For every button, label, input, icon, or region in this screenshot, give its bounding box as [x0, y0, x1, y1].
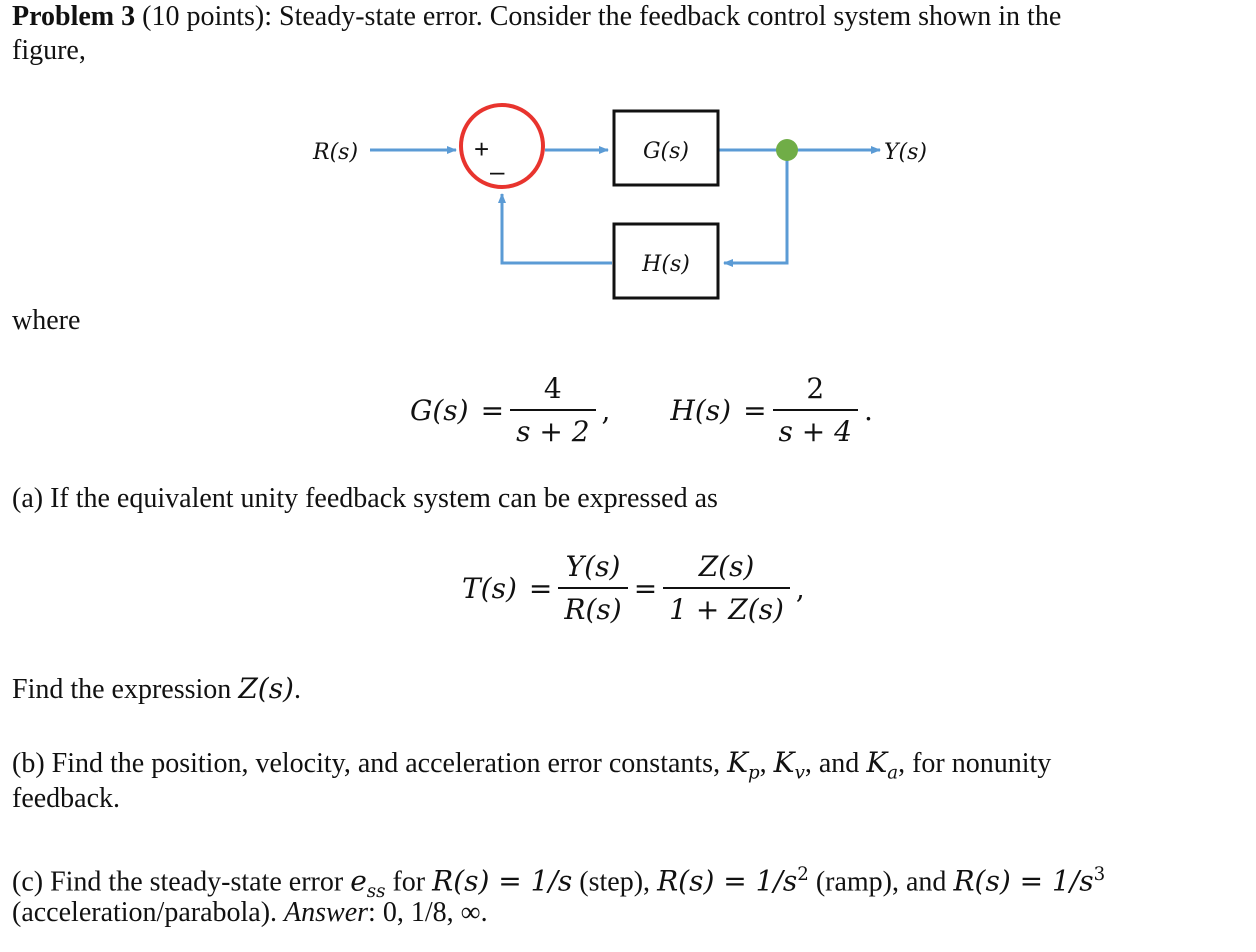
- feedback-block: [612, 222, 720, 300]
- problem-heading: Problem 3 (10 points): Steady-state erro…: [12, 0, 1061, 34]
- ess-symbol: e: [350, 864, 367, 898]
- Y-over-R-fraction: Y(s) R(s): [558, 550, 628, 626]
- step-label: (step),: [572, 866, 658, 898]
- part-a-find-var: Z(s): [238, 672, 294, 705]
- Kv-symbol: K: [773, 746, 795, 779]
- where-label: where: [12, 305, 81, 336]
- Kv-subscript: v: [794, 762, 805, 784]
- Y-numerator: Y(s): [565, 550, 621, 583]
- answer-values: : 0, 1/8, ∞.: [368, 897, 488, 928]
- T-equals: =: [528, 571, 553, 605]
- feedback-wire-right: [723, 150, 789, 267]
- H-denominator: s + 4: [772, 409, 858, 448]
- pickoff-point: [776, 139, 798, 161]
- ramp-exponent: 2: [797, 864, 809, 885]
- problem-description: (10 points): Steady-state error. Conside…: [135, 1, 1062, 32]
- part-a-text: (a) If the equivalent unity feedback sys…: [12, 483, 718, 514]
- R-denominator: R(s): [558, 587, 628, 626]
- forward-block-label: G(s): [643, 139, 689, 164]
- part-b-line2: feedback.: [12, 783, 121, 814]
- part-b-sep1: ,: [759, 748, 774, 779]
- Z-numerator: Z(s): [698, 550, 755, 583]
- H-fraction: 2 s + 4: [772, 372, 858, 448]
- G-numerator: 4: [543, 372, 562, 405]
- Ka-symbol: K: [866, 746, 888, 779]
- ramp-input: R(s) = 1/s: [657, 864, 798, 898]
- G-lhs: G(s): [410, 393, 469, 427]
- ess-subscript: ss: [366, 880, 386, 902]
- problem-number: Problem 3: [12, 1, 136, 32]
- T-comma: ,: [795, 571, 805, 605]
- parabola-input: R(s) = 1/s: [953, 864, 1094, 898]
- H-equals: =: [743, 393, 767, 427]
- Z-denominator: 1 + Z(s): [663, 587, 790, 626]
- block-diagram: + – G(s) H(s) R(s) Y(s): [312, 103, 927, 300]
- step-input: R(s) = 1/s: [432, 864, 573, 898]
- G-equals: =: [480, 393, 505, 427]
- T-lhs: T(s): [462, 571, 517, 605]
- part-a-find-end: .: [293, 674, 301, 705]
- part-a-find-text: Find the expression: [12, 674, 239, 705]
- feedback-block-label: H(s): [641, 252, 690, 277]
- H-period: .: [863, 393, 873, 427]
- part-c-for: for: [385, 866, 433, 898]
- part-b-sep2: , and: [804, 748, 867, 779]
- part-c-prefix: (c) Find the steady-state error: [12, 866, 351, 898]
- part-b-text: (b) Find the position, velocity, and acc…: [12, 748, 728, 779]
- part-c-line2-start: (acceleration/parabola).: [12, 897, 285, 928]
- part-a-find: Find the expression Z(s).: [12, 672, 301, 707]
- answer-label: Answer: [284, 897, 369, 928]
- part-c-line2: (acceleration/parabola). Answer: 0, 1/8,…: [12, 896, 488, 930]
- part-c-line1: (c) Find the steady-state error ess for …: [12, 858, 1105, 909]
- H-lhs: H(s): [670, 393, 732, 427]
- minus-sign: –: [490, 156, 505, 186]
- Kp-symbol: K: [727, 746, 749, 779]
- H-numerator: 2: [806, 372, 825, 405]
- summing-junction: [459, 103, 545, 189]
- plus-sign: +: [474, 134, 489, 164]
- Z-fraction: Z(s) 1 + Z(s): [663, 550, 790, 626]
- T-equals-2: =: [633, 571, 658, 605]
- feedback-arrow-left: [498, 193, 612, 265]
- G-fraction: 4 s + 2: [510, 372, 596, 448]
- closed-loop-equation: T(s) = Y(s) R(s) = Z(s) 1 + Z(s) ,: [462, 550, 805, 626]
- forward-block: [612, 109, 720, 187]
- output-label: Y(s): [884, 140, 927, 165]
- parabola-exponent: 3: [1093, 864, 1106, 885]
- G-denominator: s + 2: [510, 409, 596, 448]
- input-label: R(s): [312, 140, 358, 165]
- Kp-subscript: p: [748, 762, 760, 784]
- part-b-text-after: , for nonunity: [898, 748, 1052, 779]
- part-b-line1: (b) Find the position, velocity, and acc…: [12, 746, 1051, 791]
- problem-heading-line2: figure,: [12, 35, 86, 66]
- transfer-function-definitions: G(s) = 4 s + 2 , H(s) = 2 s + 4 .: [410, 372, 873, 448]
- G-comma: ,: [601, 393, 611, 427]
- Ka-subscript: a: [887, 762, 899, 784]
- ramp-label: (ramp), and: [808, 866, 954, 898]
